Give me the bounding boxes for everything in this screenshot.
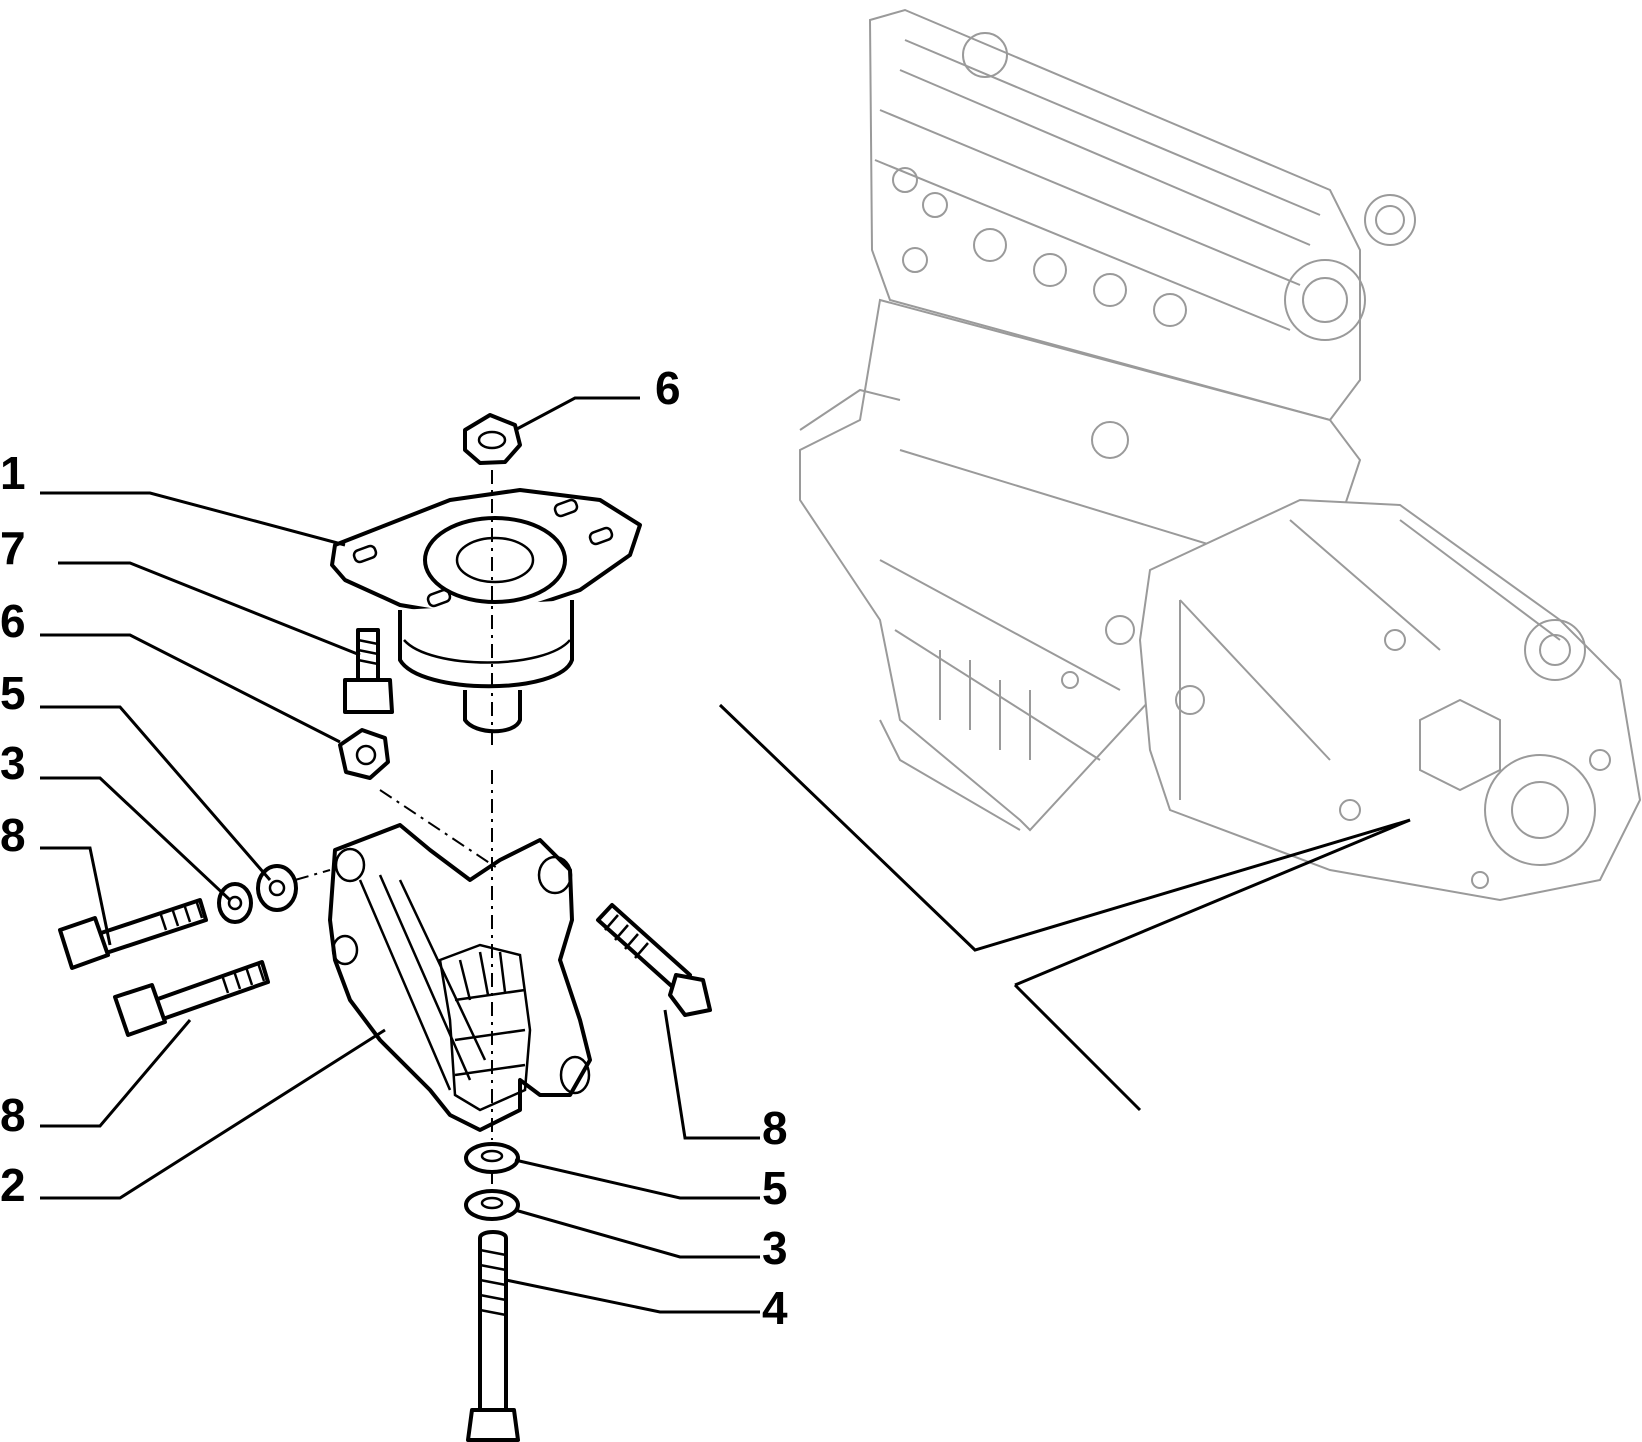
callout-3-bottom: 3: [762, 1222, 788, 1274]
nut-top: [463, 413, 522, 465]
callout-8-upper-left: 8: [0, 809, 26, 861]
bolt-upper-left: [58, 898, 208, 970]
engine-location-lines: [718, 703, 1411, 1112]
washer-bottom-5: [464, 1142, 520, 1174]
assembly-axis-lines: [294, 470, 501, 1190]
callout-6-top: 6: [655, 362, 681, 414]
bolt-lower-left: [113, 960, 270, 1037]
callout-5-left: 5: [0, 667, 26, 719]
callout-5-bottom: 5: [762, 1162, 788, 1214]
nut-side: [338, 728, 390, 780]
callout-4: 4: [762, 1282, 788, 1334]
callout-3-left: 3: [0, 737, 26, 789]
bolt-right: [596, 903, 712, 1017]
callout-7: 7: [0, 522, 26, 574]
callout-8-right: 8: [762, 1102, 788, 1154]
lower-bracket: [328, 823, 592, 1132]
engine-gearbox-illustration: [799, 8, 1642, 902]
upper-engine-mount: [330, 488, 642, 734]
washer-bottom-3: [464, 1189, 520, 1221]
callout-6-side: 6: [0, 595, 26, 647]
bolt-small: [343, 628, 394, 714]
washer-left-3: [217, 882, 253, 924]
callout-leaders: [40, 396, 760, 1314]
callout-8-lower-left: 8: [0, 1089, 26, 1141]
bolt-long: [466, 1230, 520, 1442]
callout-1: 1: [0, 447, 26, 499]
callout-2: 2: [0, 1159, 26, 1211]
